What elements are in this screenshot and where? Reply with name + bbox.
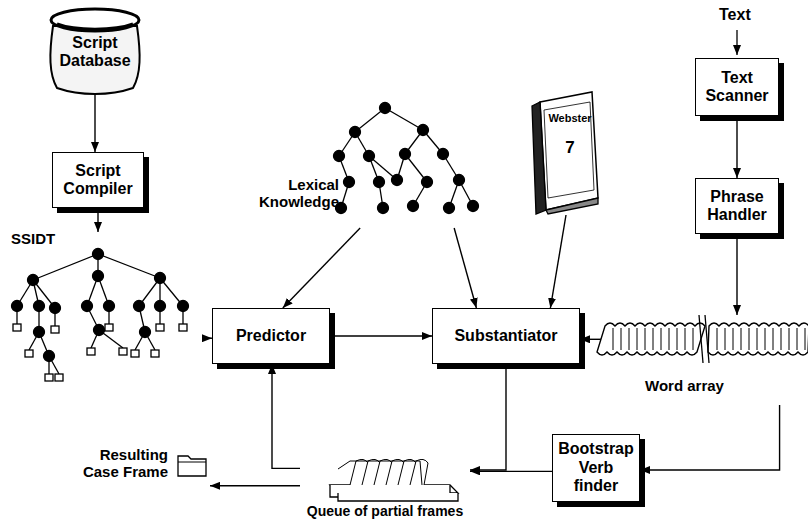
flow-arrow	[283, 228, 360, 308]
flow-arrow	[736, 116, 737, 178]
dictionary-book: Webster 7	[530, 90, 602, 215]
node-label: Bootstrap Verb finder	[558, 440, 634, 495]
node-label: Queue of partial frames	[300, 503, 470, 519]
node-label: Substantiator	[438, 327, 574, 345]
flow-arrow	[330, 335, 432, 336]
process-box: Predictor	[212, 308, 330, 364]
flow-arrow	[736, 234, 737, 315]
node-label: Script Compiler	[58, 162, 138, 199]
node-label: 7	[542, 138, 598, 158]
process-box: Substantiator	[432, 308, 580, 364]
node-label: Phrase Handler	[701, 188, 773, 225]
node-label: SSIDT	[11, 230, 81, 247]
input-arrow	[736, 30, 737, 55]
flow-arrow	[454, 228, 476, 308]
process-box: Text Scanner	[695, 58, 779, 116]
node-label: Predictor	[218, 327, 324, 345]
node-label: Script Database	[55, 34, 135, 71]
flow-arrow	[550, 215, 566, 308]
tree-structure: SSIDT	[5, 232, 205, 412]
input-label: Text	[719, 6, 751, 24]
node-label: Lexical Knowledge	[245, 176, 339, 211]
flow-arrow	[470, 471, 552, 472]
flow-arrow	[97, 208, 98, 232]
tree-structure-art	[5, 232, 205, 412]
node-label: Resulting Case Frame	[80, 446, 168, 481]
node-label: Word array	[645, 377, 765, 394]
flow-arrow	[205, 338, 212, 339]
frame-queue: Queue of partial frames	[300, 455, 470, 522]
flow-arrow	[210, 485, 300, 486]
database-cylinder: Script Database	[45, 4, 145, 94]
folder-icon: Resulting Case Frame	[80, 440, 210, 495]
tree-structure: Lexical Knowledge	[245, 98, 480, 228]
word-array-strip: Word array	[605, 315, 808, 405]
process-box: Script Compiler	[52, 152, 144, 208]
node-label: Text Scanner	[701, 69, 773, 106]
flow-arrow	[640, 405, 780, 470]
flow-arrow	[94, 94, 95, 152]
process-box: Bootstrap Verb finder	[552, 434, 640, 501]
process-box: Phrase Handler	[695, 178, 779, 234]
flow-arrow	[272, 364, 300, 468]
flow-arrow	[470, 364, 506, 470]
node-label: Webster	[542, 112, 598, 125]
